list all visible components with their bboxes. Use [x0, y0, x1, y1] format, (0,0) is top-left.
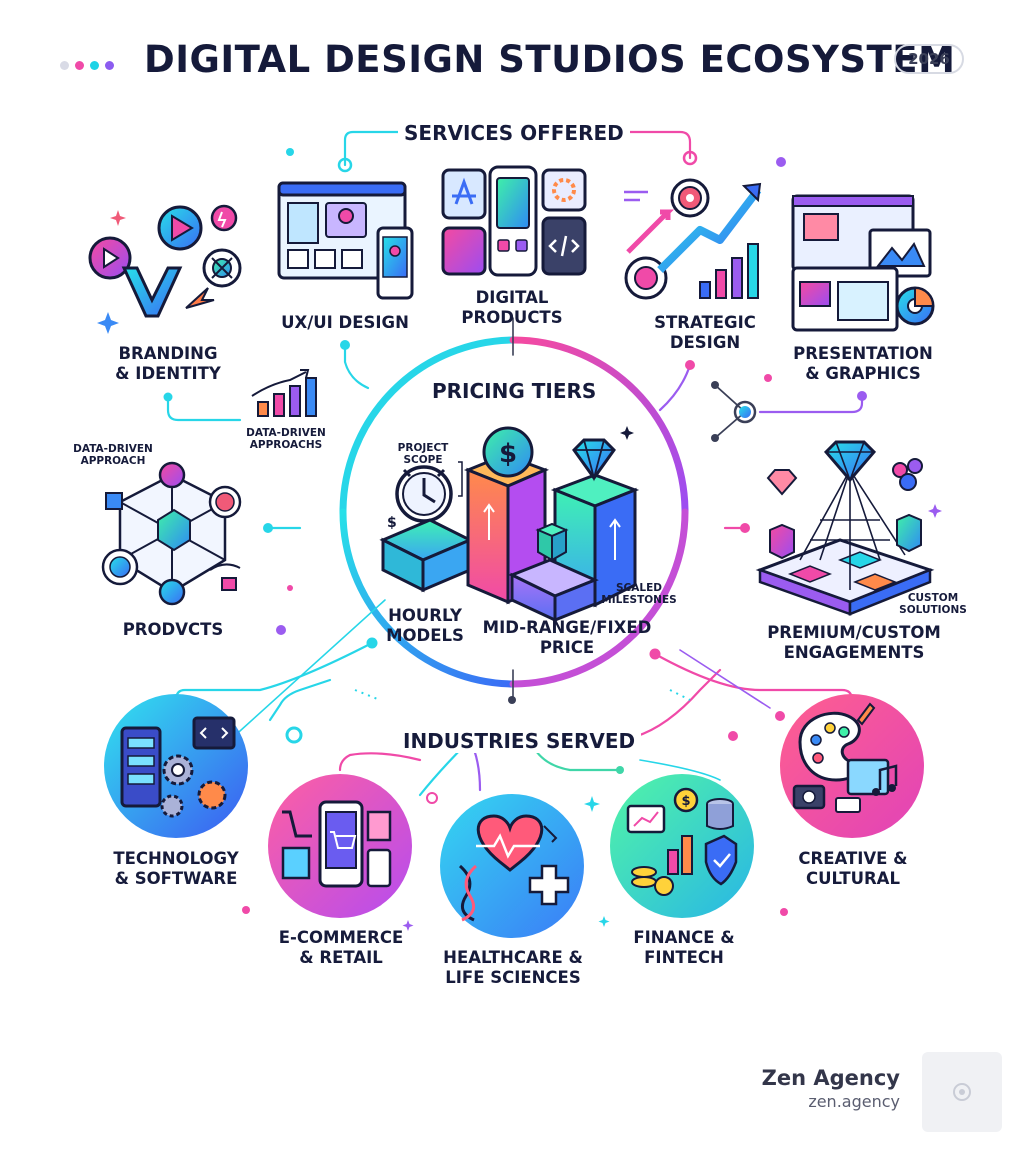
tech-gears-icon: [104, 694, 248, 838]
label-hourly-models: HOURLY MODELS: [386, 606, 464, 645]
industries-section-title: INDUSTRIES SERVED: [397, 729, 642, 753]
logo-icon: [953, 1083, 971, 1101]
label-creative-cultural: CREATIVE & CULTURAL: [798, 849, 908, 888]
label-custom-solutions: CUSTOM SOLUTIONS: [899, 592, 967, 616]
diamond-icon: [572, 426, 634, 482]
header-dots: [60, 55, 120, 74]
label-digital-products: DIGITAL PRODUCTS: [461, 288, 563, 327]
dollar-glyph: $: [387, 515, 397, 531]
finance-chart-icon: $: [610, 774, 754, 918]
label-finance-fintech: FINANCE & FINTECH: [633, 928, 735, 967]
label-scaled-milestones: SCALED MILESTONES: [601, 582, 677, 606]
label-uxui-design: UX/UI DESIGN: [281, 313, 409, 332]
brand-logo: [922, 1052, 1002, 1132]
presentation-slides-icon: [791, 194, 935, 332]
svg-text:$: $: [681, 794, 690, 809]
label-presentation-graphics: PRESENTATION & GRAPHICS: [793, 344, 933, 383]
pricing-ring: [339, 317, 689, 701]
brand-url: zen.agency: [808, 1092, 900, 1111]
label-premium-custom: PREMIUM/CUSTOM ENGAGEMENTS: [767, 623, 941, 662]
pricing-blocks-icon: $: [379, 426, 640, 623]
app-tiles-icon: [441, 165, 587, 277]
heart-health-icon: [440, 794, 584, 938]
label-technology-software: TECHNOLOGY & SOFTWARE: [113, 849, 239, 888]
browser-wireframe-icon: [277, 181, 414, 300]
industry-nodes: [285, 637, 661, 774]
label-data-driven-approachs: DATA-DRIVEN APPROACHS: [246, 427, 326, 451]
dashed-links: [354, 689, 691, 701]
services-section-title: SERVICES OFFERED: [398, 121, 630, 145]
label-strategic-design: STRATEGIC DESIGN: [654, 313, 756, 352]
svg-text:$: $: [499, 439, 517, 469]
label-data-driven-approach: DATA-DRIVEN APPROACH: [73, 443, 153, 467]
pricing-section-title: PRICING TIERS: [432, 379, 597, 403]
year-badge: 2026: [894, 44, 964, 74]
art-palette-icon: [780, 694, 924, 838]
label-ecommerce-retail: E-COMMERCE & RETAIL: [278, 928, 404, 967]
label-branding-identity: BRANDING & IDENTITY: [115, 344, 221, 383]
branding-cluster-icon: [88, 204, 242, 334]
network-nodes-icon: [101, 461, 242, 606]
sparkles: [402, 796, 610, 931]
page-title: DIGITAL DESIGN STUDIOS ECOSYSTEM: [144, 38, 956, 81]
shopping-cart-icon: [268, 774, 412, 918]
premium-platform-icon: [755, 440, 942, 616]
label-project-scope: PROJECT SCOPE: [397, 442, 449, 466]
connector-nodes: [163, 148, 867, 916]
brand-name: Zen Agency: [761, 1066, 900, 1090]
label-healthcare-life-sciences: HEALTHCARE & LIFE SCIENCES: [443, 948, 583, 987]
label-prodvcts: PRODVCTS: [122, 620, 224, 639]
bar-chart-icon: [251, 369, 317, 417]
label-midrange-fixed-price: MID-RANGE/FIXED PRICE: [482, 618, 652, 657]
target-growth-icon: [624, 178, 762, 300]
